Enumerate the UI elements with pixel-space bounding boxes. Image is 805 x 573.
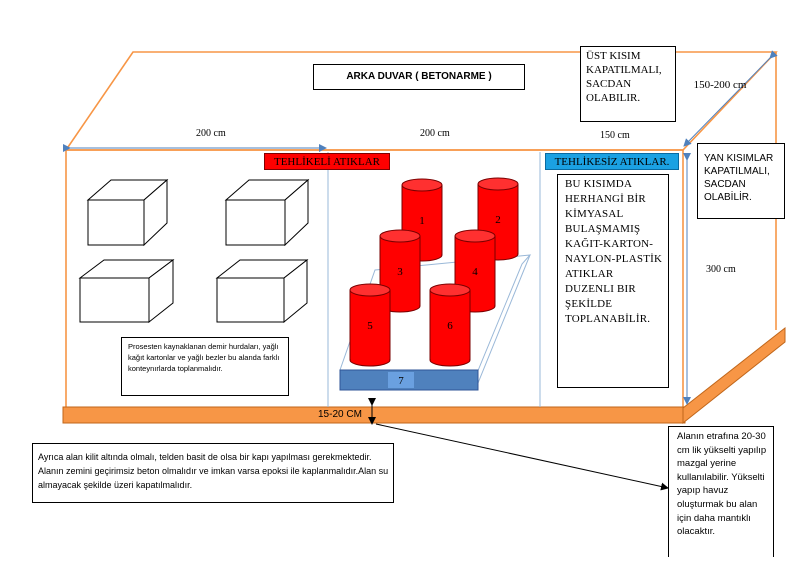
- back-wall-label: ARKA DUVAR ( BETONARME ): [313, 64, 525, 90]
- dim-width-left-label: 200 cm: [196, 128, 226, 139]
- container-cube: [215, 258, 309, 324]
- barrel-5: 5: [349, 283, 391, 367]
- curb-front: [62, 406, 686, 424]
- barrel-number: 4: [472, 266, 478, 278]
- barrel-number: 5: [367, 320, 373, 332]
- hazardous-waste-label: TEHLİKELİ ATIKLAR: [264, 153, 390, 170]
- dim-height-label: 300 cm: [706, 264, 736, 275]
- top-cover-note: ÜST KISIM KAPATILMALI, SACDAN OLABILIR.: [580, 46, 676, 122]
- curb-side: [682, 326, 786, 425]
- container-cube: [78, 259, 175, 324]
- nonhazardous-waste-label: TEHLİKESİZ ATIKLAR.: [545, 153, 679, 170]
- barrel-number: 2: [495, 214, 501, 226]
- nonhazardous-info-box: BU KISIMDA HERHANGİ BİR KİMYASAL BULAŞMA…: [557, 174, 669, 388]
- side-cover-note: YAN KISIMLAR KAPATILMALI, SACDAN OLABİLİ…: [697, 143, 785, 219]
- bottom-note: Ayrıca alan kilit altında olmalı, telden…: [32, 443, 394, 503]
- dim-width-right-label: 150 cm: [600, 130, 630, 141]
- barrel-6: 6: [429, 283, 471, 367]
- container-cube: [86, 178, 169, 247]
- container-cube: [224, 178, 310, 247]
- dim-width-mid-label: 200 cm: [420, 128, 450, 139]
- curb-pointer-arrow: [375, 423, 669, 491]
- curb-height-label: 15-20 CM: [318, 409, 362, 420]
- dim-arrow-depth: [683, 50, 778, 147]
- barrel-number: 1: [419, 215, 425, 227]
- barrel-number: 6: [447, 320, 453, 332]
- barrel-number: 3: [397, 266, 403, 278]
- pallet-number: 7: [398, 375, 404, 387]
- back-wall-text: ARKA DUVAR ( BETONARME ): [346, 71, 492, 82]
- dim-depth-label: 150-200 cm: [693, 79, 747, 91]
- curb-note: Alanın etrafına 20-30 cm lik yükselti ya…: [668, 426, 774, 557]
- scrap-note: Prosesten kaynaklanan demir hurdaları, y…: [121, 337, 289, 396]
